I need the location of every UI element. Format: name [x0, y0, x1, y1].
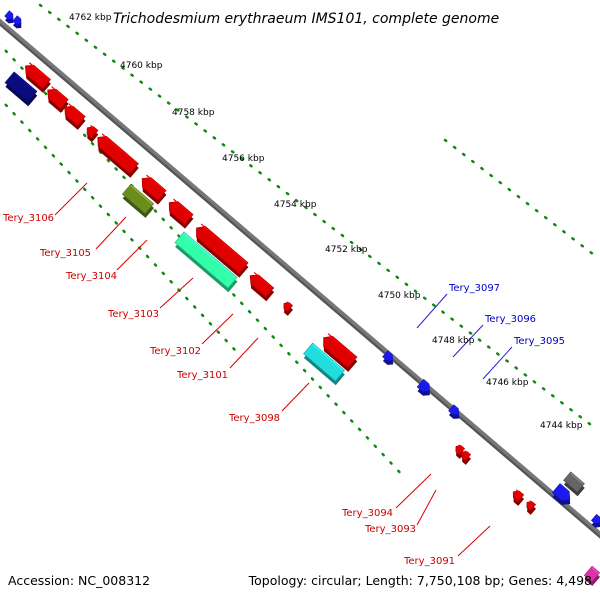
non-coding-feature	[174, 231, 238, 293]
reverse-gene-arrow	[512, 489, 525, 506]
gene-label-leader	[482, 346, 513, 380]
gene-label-leader	[54, 182, 88, 216]
gene-label: Tery_3101	[176, 370, 228, 381]
reverse-gene-arrow	[323, 333, 358, 372]
reverse-gene-arrow	[196, 223, 249, 278]
gene-label: Tery_3091	[403, 556, 455, 567]
reverse-gene-arrow	[47, 86, 69, 113]
reverse-gene-arrow	[86, 124, 99, 143]
gene-label-leader	[395, 473, 432, 509]
reverse-gene-arrow	[25, 62, 51, 93]
scale-tick-label: 4762 kbp	[69, 13, 112, 23]
gene-label: Tery_3096	[484, 314, 536, 325]
gene-label-leader	[159, 277, 194, 309]
gene-label-leader	[201, 313, 234, 345]
reverse-gene-arrow	[283, 301, 294, 316]
forward-gene-arrow	[382, 350, 394, 365]
gene-label-leader	[229, 337, 259, 369]
scale-tick-label: 4750 kbp	[378, 291, 421, 301]
non-coding-feature	[4, 71, 38, 107]
gene-label: Tery_3095	[513, 336, 565, 347]
gene-label-leader	[95, 216, 127, 250]
gene-label: Tery_3103	[107, 309, 159, 320]
genome-summary-text: Topology: circular; Length: 7,750,108 bp…	[248, 573, 592, 588]
scale-tick-label: 4752 kbp	[325, 245, 368, 255]
gene-label-leader	[457, 525, 491, 557]
non-coding-feature	[303, 342, 345, 386]
forward-gene-arrow	[448, 404, 460, 419]
non-coding-feature	[121, 183, 155, 218]
tick-dotted-line	[38, 3, 597, 430]
features	[4, 10, 600, 587]
gene-label: Tery_3105	[39, 248, 91, 259]
gene-label-leader	[416, 293, 448, 329]
reverse-gene-arrow	[64, 103, 86, 130]
scale-tick-label: 4756 kbp	[222, 154, 265, 164]
reverse-gene-arrow	[168, 198, 194, 229]
scale-tick-label: 4746 kbp	[486, 378, 529, 388]
tick-dotted-line	[443, 138, 600, 260]
reverse-gene-arrow	[526, 500, 537, 515]
tick-dotted-line	[0, 96, 237, 352]
tick-dotted-line	[0, 42, 407, 480]
genome-title: Trichodesmium erythraeum IMS101, complet…	[113, 11, 499, 27]
forward-gene-arrow	[4, 10, 14, 24]
gene-label-leader	[281, 382, 310, 412]
reverse-gene-arrow	[249, 271, 275, 302]
scale-tick-label: 4758 kbp	[172, 108, 215, 118]
backbone-line	[0, 18, 600, 536]
scale-tick-label: 4760 kbp	[120, 61, 163, 71]
gene-label: Tery_3094	[341, 508, 393, 519]
gene-label-leader	[452, 324, 484, 358]
reverse-gene-arrow	[141, 174, 167, 205]
forward-gene-arrow	[12, 15, 22, 29]
scale-tick-label: 4744 kbp	[540, 421, 583, 431]
non-coding-feature	[583, 565, 600, 587]
gene-label: Tery_3106	[2, 213, 54, 224]
gene-label: Tery_3102	[149, 346, 201, 357]
tick-lines	[0, 3, 600, 480]
non-coding-feature	[563, 471, 585, 497]
gene-labels: Tery_3106Tery_3105Tery_3104Tery_3103Tery…	[2, 182, 565, 567]
accession-text: Accession: NC_008312	[8, 573, 151, 588]
tick-labels: 4762 kbp 4760 kbp 4758 kbp 4756 kbp 4754 kbp…	[69, 13, 583, 431]
gene-label: Tery_3093	[364, 524, 416, 535]
gene-label: Tery_3104	[65, 271, 117, 282]
scale-tick-label: 4754 kbp	[274, 200, 317, 210]
gene-label: Tery_3098	[228, 413, 280, 424]
reverse-gene-arrow	[97, 133, 139, 178]
gene-label-leader	[416, 489, 437, 526]
gene-label: Tery_3097	[448, 283, 500, 294]
scale-tick-label: 4748 kbp	[432, 336, 475, 346]
backbone	[0, 18, 600, 539]
reverse-gene-arrow	[461, 450, 472, 465]
forward-gene-arrow	[551, 483, 571, 505]
forward-gene-arrow	[416, 378, 430, 396]
gene-label-leader	[116, 239, 148, 271]
